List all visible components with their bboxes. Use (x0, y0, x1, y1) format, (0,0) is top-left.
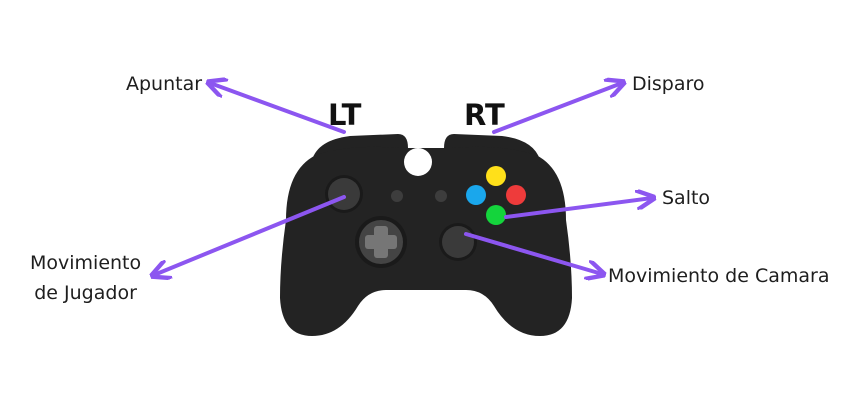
left-stick (325, 175, 363, 213)
menu-button (435, 190, 447, 202)
arrow-apuntar (210, 83, 346, 134)
arrow-disparo (492, 83, 622, 134)
callout-arrows (154, 83, 652, 275)
rt-trigger-label: RT (464, 98, 505, 132)
label-movimiento-jugador-line2: de Jugador (34, 282, 137, 304)
arrow-movimiento-jugador (154, 195, 346, 275)
b-button (506, 185, 526, 205)
label-movimiento-jugador: Movimiento de Jugador (30, 248, 141, 308)
lt-trigger-label: LT (328, 98, 362, 132)
view-button (391, 190, 403, 202)
arrow-salto (504, 198, 652, 219)
arrow-movimiento-camara (464, 232, 602, 274)
guide-button (404, 148, 432, 176)
y-button (486, 166, 506, 186)
label-movimiento-camara: Movimiento de Camara (608, 265, 830, 287)
x-button (466, 185, 486, 205)
a-button (486, 205, 506, 225)
label-movimiento-jugador-line1: Movimiento (30, 252, 142, 274)
label-apuntar: Apuntar (126, 73, 203, 95)
label-salto: Salto (662, 187, 711, 209)
dpad (355, 216, 407, 268)
label-disparo: Disparo (632, 73, 705, 95)
right-stick (439, 223, 477, 261)
